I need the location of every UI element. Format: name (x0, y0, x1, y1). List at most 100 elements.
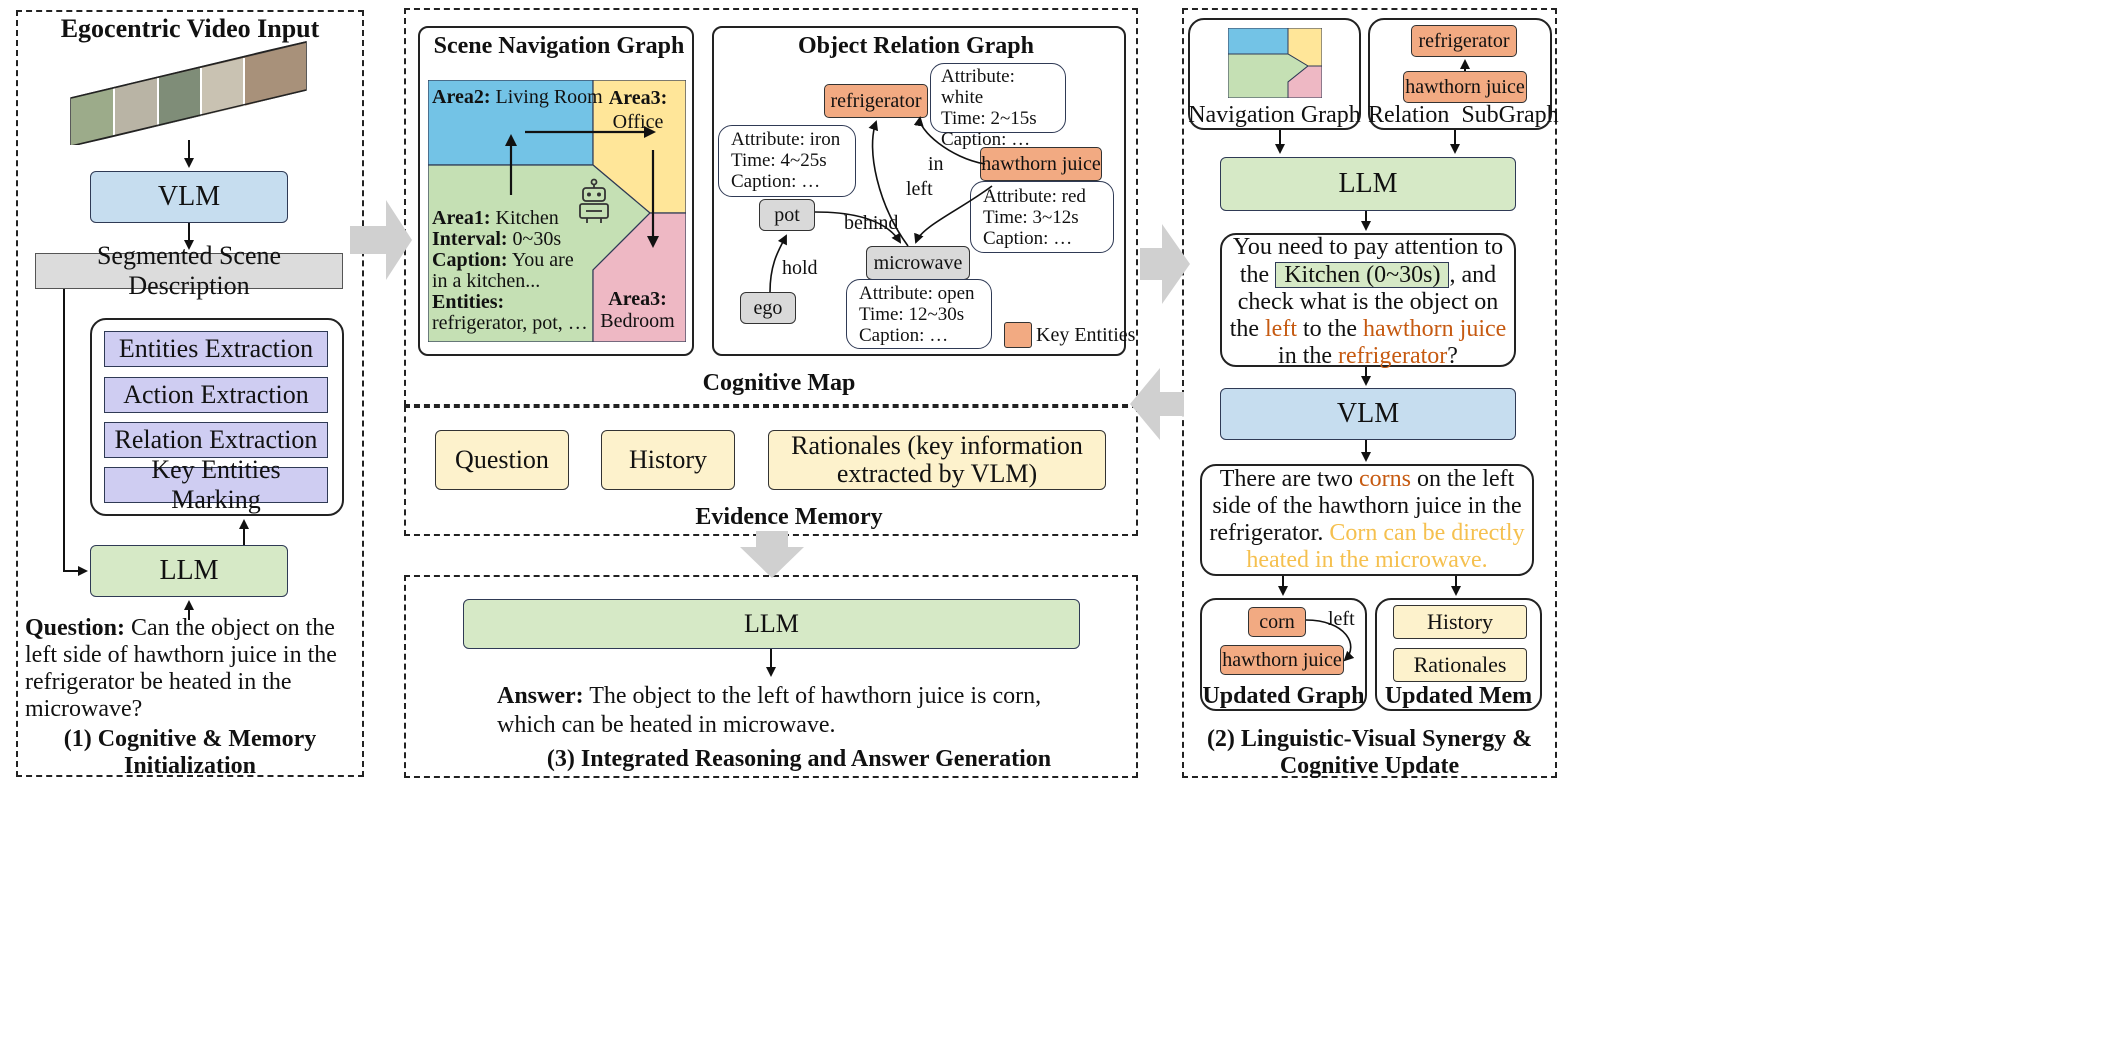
relation-subgraph-label: Relation SubGraph (1368, 102, 1559, 128)
area3-office-name: Office (612, 111, 664, 133)
prompt-left: left (1265, 316, 1297, 342)
prompt-line1: You need to pay attention to (1232, 234, 1504, 260)
prompt-hawthorn: hawthorn juice (1363, 316, 1507, 342)
prompt-in-the: in the (1278, 343, 1333, 369)
response-corns: corns (1358, 466, 1411, 492)
edge-label-behind: behind (844, 212, 899, 234)
attr-refrigerator: Attribute: white Time: 2~15s Caption: … (930, 63, 1066, 150)
prompt-to-the: to the (1303, 316, 1357, 342)
answer-text: Answer: The object to the left of hawtho… (497, 682, 1097, 740)
scene-areas-map (427, 79, 687, 343)
updated-node-corn: corn (1248, 607, 1306, 637)
prompt-text: You need to pay attention to the Kitchen… (1220, 234, 1516, 370)
evidence-question: Question (435, 430, 569, 490)
interval-value: 0~30s (512, 228, 562, 250)
attr-hawthorn-line3: Caption: … (983, 228, 1073, 249)
response-box (1200, 464, 1534, 576)
key-entities-marking: Key Entities Marking (104, 455, 328, 514)
area3-bedroom-label: Area3: Bedroom (595, 288, 680, 332)
area3-bedroom-tag: Area3: (608, 288, 667, 310)
evidence-rationales: Rationales (key information extracted by… (768, 430, 1106, 490)
segmented-scene-description: Segmented Scene Description (35, 241, 343, 300)
vlm-box-2: VLM (1220, 388, 1516, 440)
node-hawthorn-juice: hawthorn juice (980, 147, 1102, 181)
evidence-history: History (601, 430, 735, 490)
attr-pot-line1: Attribute: iron (731, 129, 841, 150)
updated-mem-history: History (1393, 605, 1527, 639)
subgraph-refrigerator: refrigerator (1411, 25, 1517, 57)
cognitive-map-caption: Cognitive Map (702, 370, 856, 396)
prompt-the2: the (1229, 316, 1260, 342)
evidence-memory-caption: Evidence Memory (695, 504, 883, 530)
subgraph-hawthorn-juice: hawthorn juice (1403, 71, 1527, 103)
llm-box-1: LLM (90, 545, 288, 597)
nav-graph-thumbnail (1227, 27, 1323, 99)
attr-refrigerator-line2: Time: 2~15s (941, 108, 1037, 129)
prompt-qmark: ? (1447, 343, 1458, 369)
llm-box-3: LLM (463, 599, 1080, 649)
area3-office-label: Area3: Office (593, 86, 683, 134)
updated-mem-caption: Updated Mem (1384, 683, 1533, 709)
robot-icon (576, 178, 612, 224)
kitchen-tag: Kitchen (0~30s) (1275, 262, 1450, 288)
answer-line2: which can be heated in microwave. (497, 712, 836, 738)
node-microwave: microwave (866, 246, 970, 280)
video-frames-image (66, 40, 311, 147)
updated-edge-left: left (1328, 608, 1355, 630)
legend-key-entities-label: Key Entities (1036, 324, 1136, 346)
prompt-and: , and (1449, 262, 1497, 288)
section-cognitive-memory-init (16, 10, 364, 777)
edge-label-left: left (906, 178, 933, 200)
vlm-box-1: VLM (90, 171, 288, 223)
answer-line1: The object to the left of hawthorn juice… (589, 683, 1042, 709)
edge-label-in: in (928, 153, 944, 175)
question-label: Question: (25, 615, 126, 641)
caption-value: You are in a kitchen... (432, 249, 574, 292)
prompt-line3: check what is the object on (1237, 289, 1499, 315)
section1-caption-line1: (1) Cognitive & Memory (63, 726, 317, 752)
attr-hawthorn-line2: Time: 3~12s (983, 207, 1079, 228)
big-arrow-evidence-to-s3 (740, 531, 804, 578)
caption-tag: Caption: (432, 249, 508, 271)
question-body: Can the object on the left side of hawth… (25, 615, 337, 722)
attr-microwave-line2: Time: 12~30s (859, 304, 965, 325)
section2-caption-line2: Cognitive Update (1279, 753, 1460, 779)
response-line2: side of the hawthorn juice in the (1212, 493, 1522, 519)
scene-navigation-title: Scene Navigation Graph (433, 33, 685, 59)
area3-office-tag: Area3: (608, 87, 668, 109)
nav-graph-label: Navigation Graph (1188, 102, 1361, 128)
section2-caption-line1: (2) Linguistic-Visual Synergy & (1206, 726, 1533, 752)
area3-bedroom-name: Bedroom (600, 310, 675, 332)
area1-tag: Area1: (432, 207, 491, 229)
response-there: There are two (1219, 466, 1353, 492)
attr-microwave-line1: Attribute: open (859, 283, 975, 304)
relation-extraction: Relation Extraction (104, 422, 328, 458)
response-line4: heated in the microwave. (1246, 547, 1488, 573)
attr-hawthorn-juice: Attribute: red Time: 3~12s Caption: … (970, 181, 1114, 253)
node-pot: pot (759, 199, 815, 231)
area2-name: Living Room (495, 86, 603, 108)
prompt-box (1220, 233, 1516, 367)
prompt-refrigerator: refrigerator (1338, 343, 1448, 369)
response-left: on the left (1416, 466, 1515, 492)
response-text: There are two corns on the left side of … (1200, 466, 1534, 574)
node-ego: ego (740, 292, 796, 324)
entities-extraction: Entities Extraction (104, 331, 328, 367)
attr-refrigerator-line1: Attribute: white (941, 66, 1015, 108)
updated-graph-caption: Updated Graph (1202, 683, 1365, 709)
attr-pot-line2: Time: 4~25s (731, 150, 827, 171)
attr-microwave-line3: Caption: … (859, 325, 949, 346)
entities-tag: Entities: (432, 291, 505, 313)
section3-caption: (3) Integrated Reasoning and Answer Gene… (546, 746, 1052, 772)
response-corn-direct: Corn can be directly (1329, 520, 1525, 546)
area1-details: Area1: Kitchen Interval: 0~30s Caption: … (432, 208, 590, 334)
legend-key-entities-swatch (1004, 322, 1032, 348)
edge-label-hold: hold (782, 257, 818, 279)
interval-tag: Interval: (432, 228, 508, 250)
updated-mem-rationales: Rationales (1393, 648, 1527, 682)
attr-refrigerator-line3: Caption: … (941, 129, 1031, 150)
question-text: Question: Can the object on the left sid… (25, 615, 357, 723)
answer-label: Answer: (497, 683, 584, 709)
video-input-title: Egocentric Video Input (60, 14, 320, 43)
section1-caption-line2: Initialization (123, 753, 256, 779)
